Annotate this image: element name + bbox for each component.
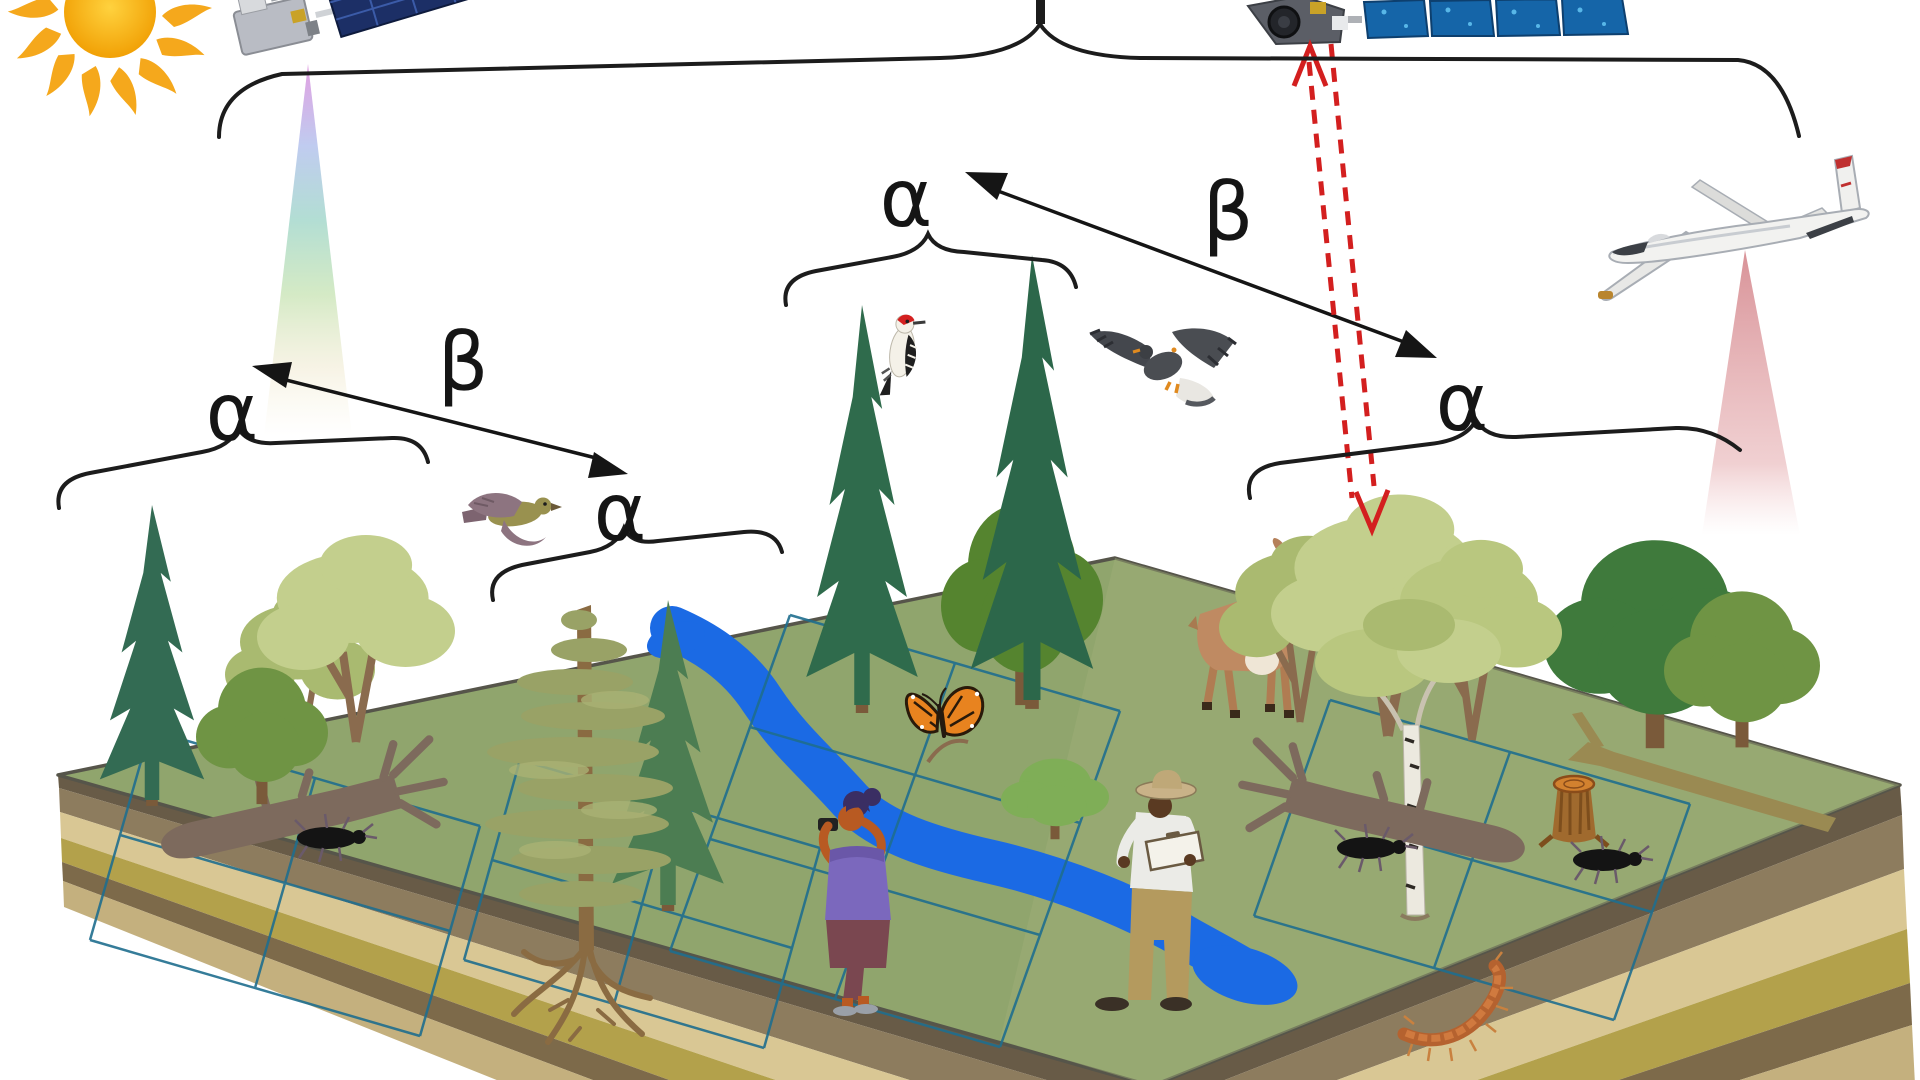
dead-branch bbox=[1568, 712, 1836, 832]
lidar-beam bbox=[1702, 250, 1800, 535]
uplink-arrowhead bbox=[1291, 39, 1329, 87]
field-researcher bbox=[1095, 770, 1205, 1011]
woodpecker bbox=[879, 314, 926, 396]
sun-disk bbox=[64, 0, 156, 58]
hawk bbox=[1089, 328, 1237, 407]
sun bbox=[7, 0, 212, 119]
sparrow bbox=[462, 492, 562, 546]
soil-centipede bbox=[1397, 951, 1513, 1062]
survey-grid-center bbox=[668, 613, 1122, 1049]
forest-patch-right bbox=[1219, 495, 1836, 921]
beta-arrow-left bbox=[252, 362, 628, 478]
aircraft bbox=[1598, 154, 1870, 302]
alpha-brace-center bbox=[783, 229, 1078, 307]
beta-label-center: β bbox=[1202, 166, 1253, 259]
spruce-left-patch bbox=[99, 505, 205, 806]
spectral-beam bbox=[264, 64, 352, 436]
solar-panel-right-sat bbox=[1362, 0, 1630, 40]
monarch-butterfly bbox=[904, 686, 985, 764]
gamma-brace-stub bbox=[1036, 0, 1045, 24]
satellite-left bbox=[232, 0, 495, 56]
satellite-right bbox=[1246, 0, 1630, 46]
survey-grid-left bbox=[88, 728, 482, 1038]
gamma-scale-brace bbox=[217, 20, 1801, 139]
downlink-arrowhead bbox=[1353, 489, 1391, 537]
spruce-center-right bbox=[970, 255, 1094, 709]
greek-labels: α β α α β α bbox=[206, 152, 1489, 559]
alpha-label-plot2: α bbox=[594, 466, 647, 559]
tree-roots bbox=[511, 945, 653, 1045]
data-link-arrows bbox=[1291, 39, 1391, 537]
birdwatcher bbox=[818, 788, 891, 1016]
tree-stump bbox=[1538, 774, 1610, 848]
alpha-brace-2 bbox=[490, 523, 784, 602]
alpha-brace-right bbox=[1246, 415, 1742, 500]
solar-panel-left-sat bbox=[323, 0, 495, 39]
alpha-label-right: α bbox=[1436, 356, 1489, 449]
beta-label-left: β bbox=[437, 316, 488, 409]
beta-arrow-center bbox=[965, 172, 1437, 358]
birch bbox=[1315, 599, 1501, 921]
alpha-label-center: α bbox=[880, 152, 933, 245]
olive-pine bbox=[485, 605, 673, 953]
alpha-brace-left bbox=[56, 423, 430, 510]
forest-patch-2 bbox=[485, 600, 724, 953]
alpha-label-left: α bbox=[206, 366, 259, 459]
